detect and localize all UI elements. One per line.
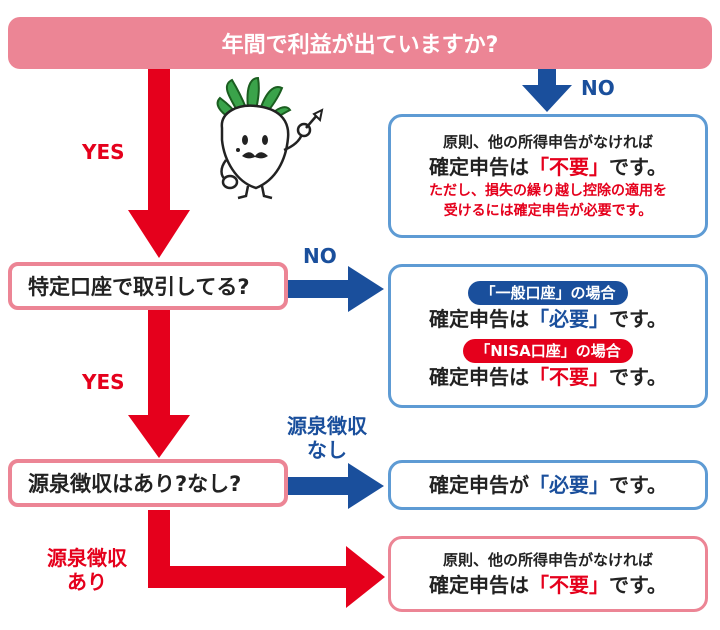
answer2-main1-suffix: です。 <box>609 307 667 331</box>
yes-arrow-2 <box>128 307 190 458</box>
answer-box-1: 原則、他の所得申告がなければ 確定申告は「不要」です。 ただし、損失の繰り越し控… <box>388 114 708 238</box>
question-profit: 年間で利益が出ていますか? <box>8 17 712 69</box>
answer4-main-suffix: です。 <box>609 573 667 597</box>
question-withholding-text: 源泉徴収はあり?なし? <box>28 472 242 496</box>
question-withholding: 源泉徴収はあり?なし? <box>8 459 288 507</box>
answer-box-3: 確定申告が「必要」です。 <box>388 460 708 510</box>
answer-box-4: 原則、他の所得申告がなければ 確定申告は「不要」です。 <box>388 536 708 612</box>
answer2-main1: 確定申告は「必要」です。 <box>429 305 667 333</box>
no-arrow-2 <box>286 266 384 312</box>
yes-label-2: YES <box>82 370 125 394</box>
nisa-account-badge: 「NISA口座」の場合 <box>463 339 633 363</box>
answer1-main: 確定申告は「不要」です。 <box>429 153 667 181</box>
yes-label-1: YES <box>82 140 125 164</box>
answer1-line1: 原則、他の所得申告がなければ <box>442 133 653 151</box>
withholding-yes-label: 源泉徴収 あり <box>38 546 136 594</box>
answer2-main1-key: 「必要」 <box>529 307 609 331</box>
withholding-none-line2: なし <box>307 438 347 462</box>
question-tokutei-text: 特定口座で取引してる? <box>28 275 250 299</box>
answer2-main1-prefix: 確定申告は <box>429 307 529 331</box>
answer2-main2-key: 「不要」 <box>529 365 609 389</box>
withholding-none-arrow <box>286 463 384 509</box>
withholding-yes-line1: 源泉徴収 <box>47 546 127 570</box>
answer2-main2-prefix: 確定申告は <box>429 365 529 389</box>
answer1-main-prefix: 確定申告は <box>429 155 529 179</box>
withholding-none-label: 源泉徴収 なし <box>282 414 372 462</box>
answer3-main: 確定申告が「必要」です。 <box>429 471 667 499</box>
general-account-badge: 「一般口座」の場合 <box>468 281 628 305</box>
answer3-main-key: 「必要」 <box>529 473 609 497</box>
answer-box-2: 「一般口座」の場合 確定申告は「必要」です。 「NISA口座」の場合 確定申告は… <box>388 264 708 408</box>
answer1-main-suffix: です。 <box>609 155 667 179</box>
answer1-note1: ただし、損失の繰り越し控除の適用を <box>429 183 667 199</box>
answer3-main-prefix: 確定申告が <box>429 473 529 497</box>
answer1-main-key: 「不要」 <box>529 155 609 179</box>
yes-arrow-1 <box>128 67 190 258</box>
answer3-main-suffix: です。 <box>609 473 667 497</box>
question-profit-text: 年間で利益が出ていますか? <box>221 33 499 58</box>
answer4-main: 確定申告は「不要」です。 <box>429 571 667 599</box>
withholding-none-line1: 源泉徴収 <box>287 414 367 438</box>
no-label-1: NO <box>581 76 615 100</box>
answer4-main-key: 「不要」 <box>529 573 609 597</box>
question-tokutei: 特定口座で取引してる? <box>8 262 288 310</box>
withholding-yes-line2: あり <box>67 570 107 594</box>
withholding-yes-arrow <box>148 510 385 608</box>
no-arrow-1 <box>522 67 572 112</box>
no-label-2: NO <box>303 244 337 268</box>
answer2-main2-suffix: です。 <box>609 365 667 389</box>
answer4-main-prefix: 確定申告は <box>429 573 529 597</box>
answer4-line1: 原則、他の所得申告がなければ <box>442 551 653 569</box>
answer1-note2: 受けるには確定申告が必要です。 <box>443 203 653 219</box>
radish-mascot-icon <box>216 76 324 200</box>
answer2-main2: 確定申告は「不要」です。 <box>429 363 667 391</box>
